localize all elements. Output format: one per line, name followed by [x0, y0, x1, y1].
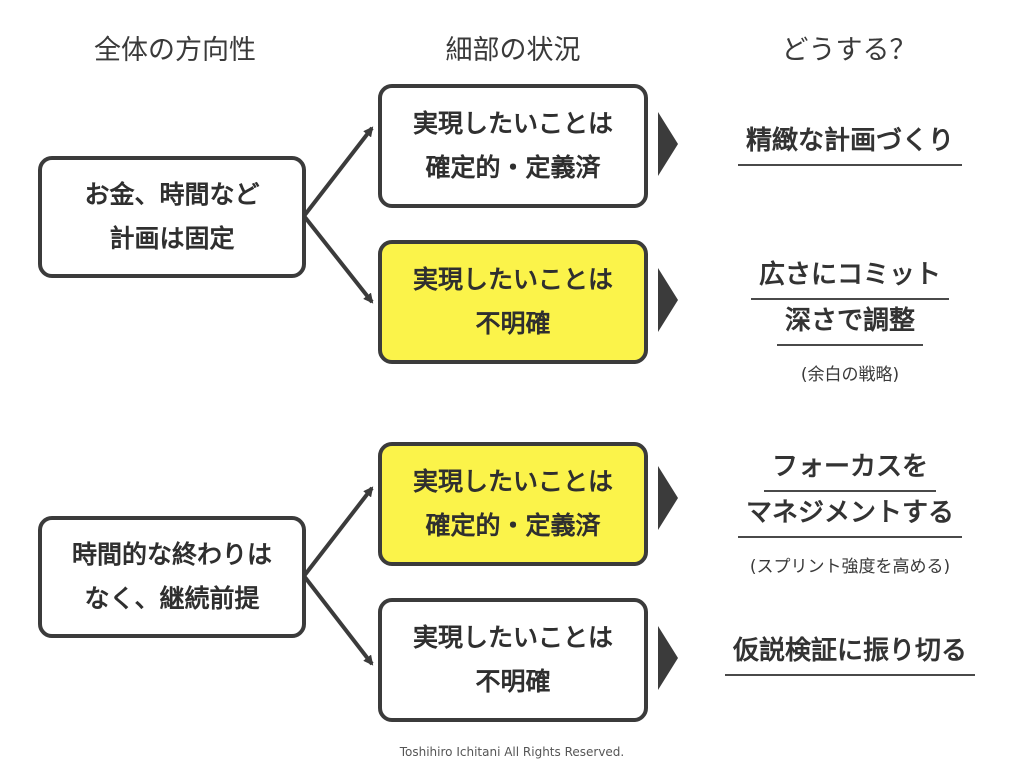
result-manage-focus: フォーカスを マネジメントする	[700, 446, 1000, 538]
note-sprint-intensity: (スプリント強度を高める)	[749, 557, 951, 577]
box-g2-unclear-line-2: 不明確	[475, 667, 551, 696]
box-continuous-line-2: なく、継続前提	[84, 584, 260, 613]
box-g1-unclear-line-1: 実現したいことは	[412, 265, 613, 294]
result-commit-breadth-line-2: 深さで調整	[776, 300, 923, 346]
box-g2-defined: 実現したいことは 確定的・定義済	[378, 442, 648, 566]
header-detail-situation: 細部の状況	[445, 35, 581, 66]
box-g2-defined-line-2: 確定的・定義済	[425, 511, 601, 540]
result-detailed-planning-line-1: 精緻な計画づくり	[737, 120, 962, 166]
box-fixed-plan: お金、時間など 計画は固定	[38, 156, 306, 278]
copyright-footer: Toshihiro Ichitani All Rights Reserved.	[399, 745, 625, 759]
connector-line-g1-bottom	[302, 214, 374, 304]
chevron-right-icon	[658, 112, 678, 176]
result-manage-focus-line-2: マネジメントする	[737, 492, 962, 538]
box-g1-unclear-line-2: 不明確	[475, 309, 551, 338]
box-fixed-plan-line-2: 計画は固定	[109, 224, 235, 253]
box-continuous: 時間的な終わりは なく、継続前提	[38, 516, 306, 638]
box-g1-defined-line-2: 確定的・定義済	[425, 153, 601, 182]
connector-line-g1-top	[302, 126, 374, 218]
box-fixed-plan-line-1: お金、時間など	[84, 180, 260, 209]
result-detailed-planning: 精緻な計画づくり	[700, 120, 1000, 166]
header-overall-direction: 全体の方向性	[94, 35, 256, 66]
chevron-right-icon	[658, 626, 678, 690]
box-g2-defined-line-1: 実現したいことは	[412, 467, 613, 496]
result-hypothesis-testing-line-1: 仮説検証に振り切る	[724, 630, 975, 676]
result-hypothesis-testing: 仮説検証に振り切る	[700, 630, 1000, 676]
chevron-right-icon	[658, 268, 678, 332]
box-g2-unclear: 実現したいことは 不明確	[378, 598, 648, 722]
chevron-right-icon	[658, 466, 678, 530]
note-margin-strategy: (余白の戦略)	[800, 365, 900, 385]
result-commit-breadth: 広さにコミット 深さで調整	[700, 254, 1000, 346]
box-continuous-line-1: 時間的な終わりは	[71, 540, 272, 569]
box-g1-defined: 実現したいことは 確定的・定義済	[378, 84, 648, 208]
header-what-to-do: どうする？	[781, 35, 917, 66]
box-g1-defined-line-1: 実現したいことは	[412, 109, 613, 138]
connector-line-g2-top	[302, 486, 374, 578]
box-g2-unclear-line-1: 実現したいことは	[412, 623, 613, 652]
result-commit-breadth-line-1: 広さにコミット	[750, 254, 949, 300]
connector-line-g2-bottom	[302, 574, 374, 666]
box-g1-unclear: 実現したいことは 不明確	[378, 240, 648, 364]
result-manage-focus-line-1: フォーカスを	[763, 446, 936, 492]
